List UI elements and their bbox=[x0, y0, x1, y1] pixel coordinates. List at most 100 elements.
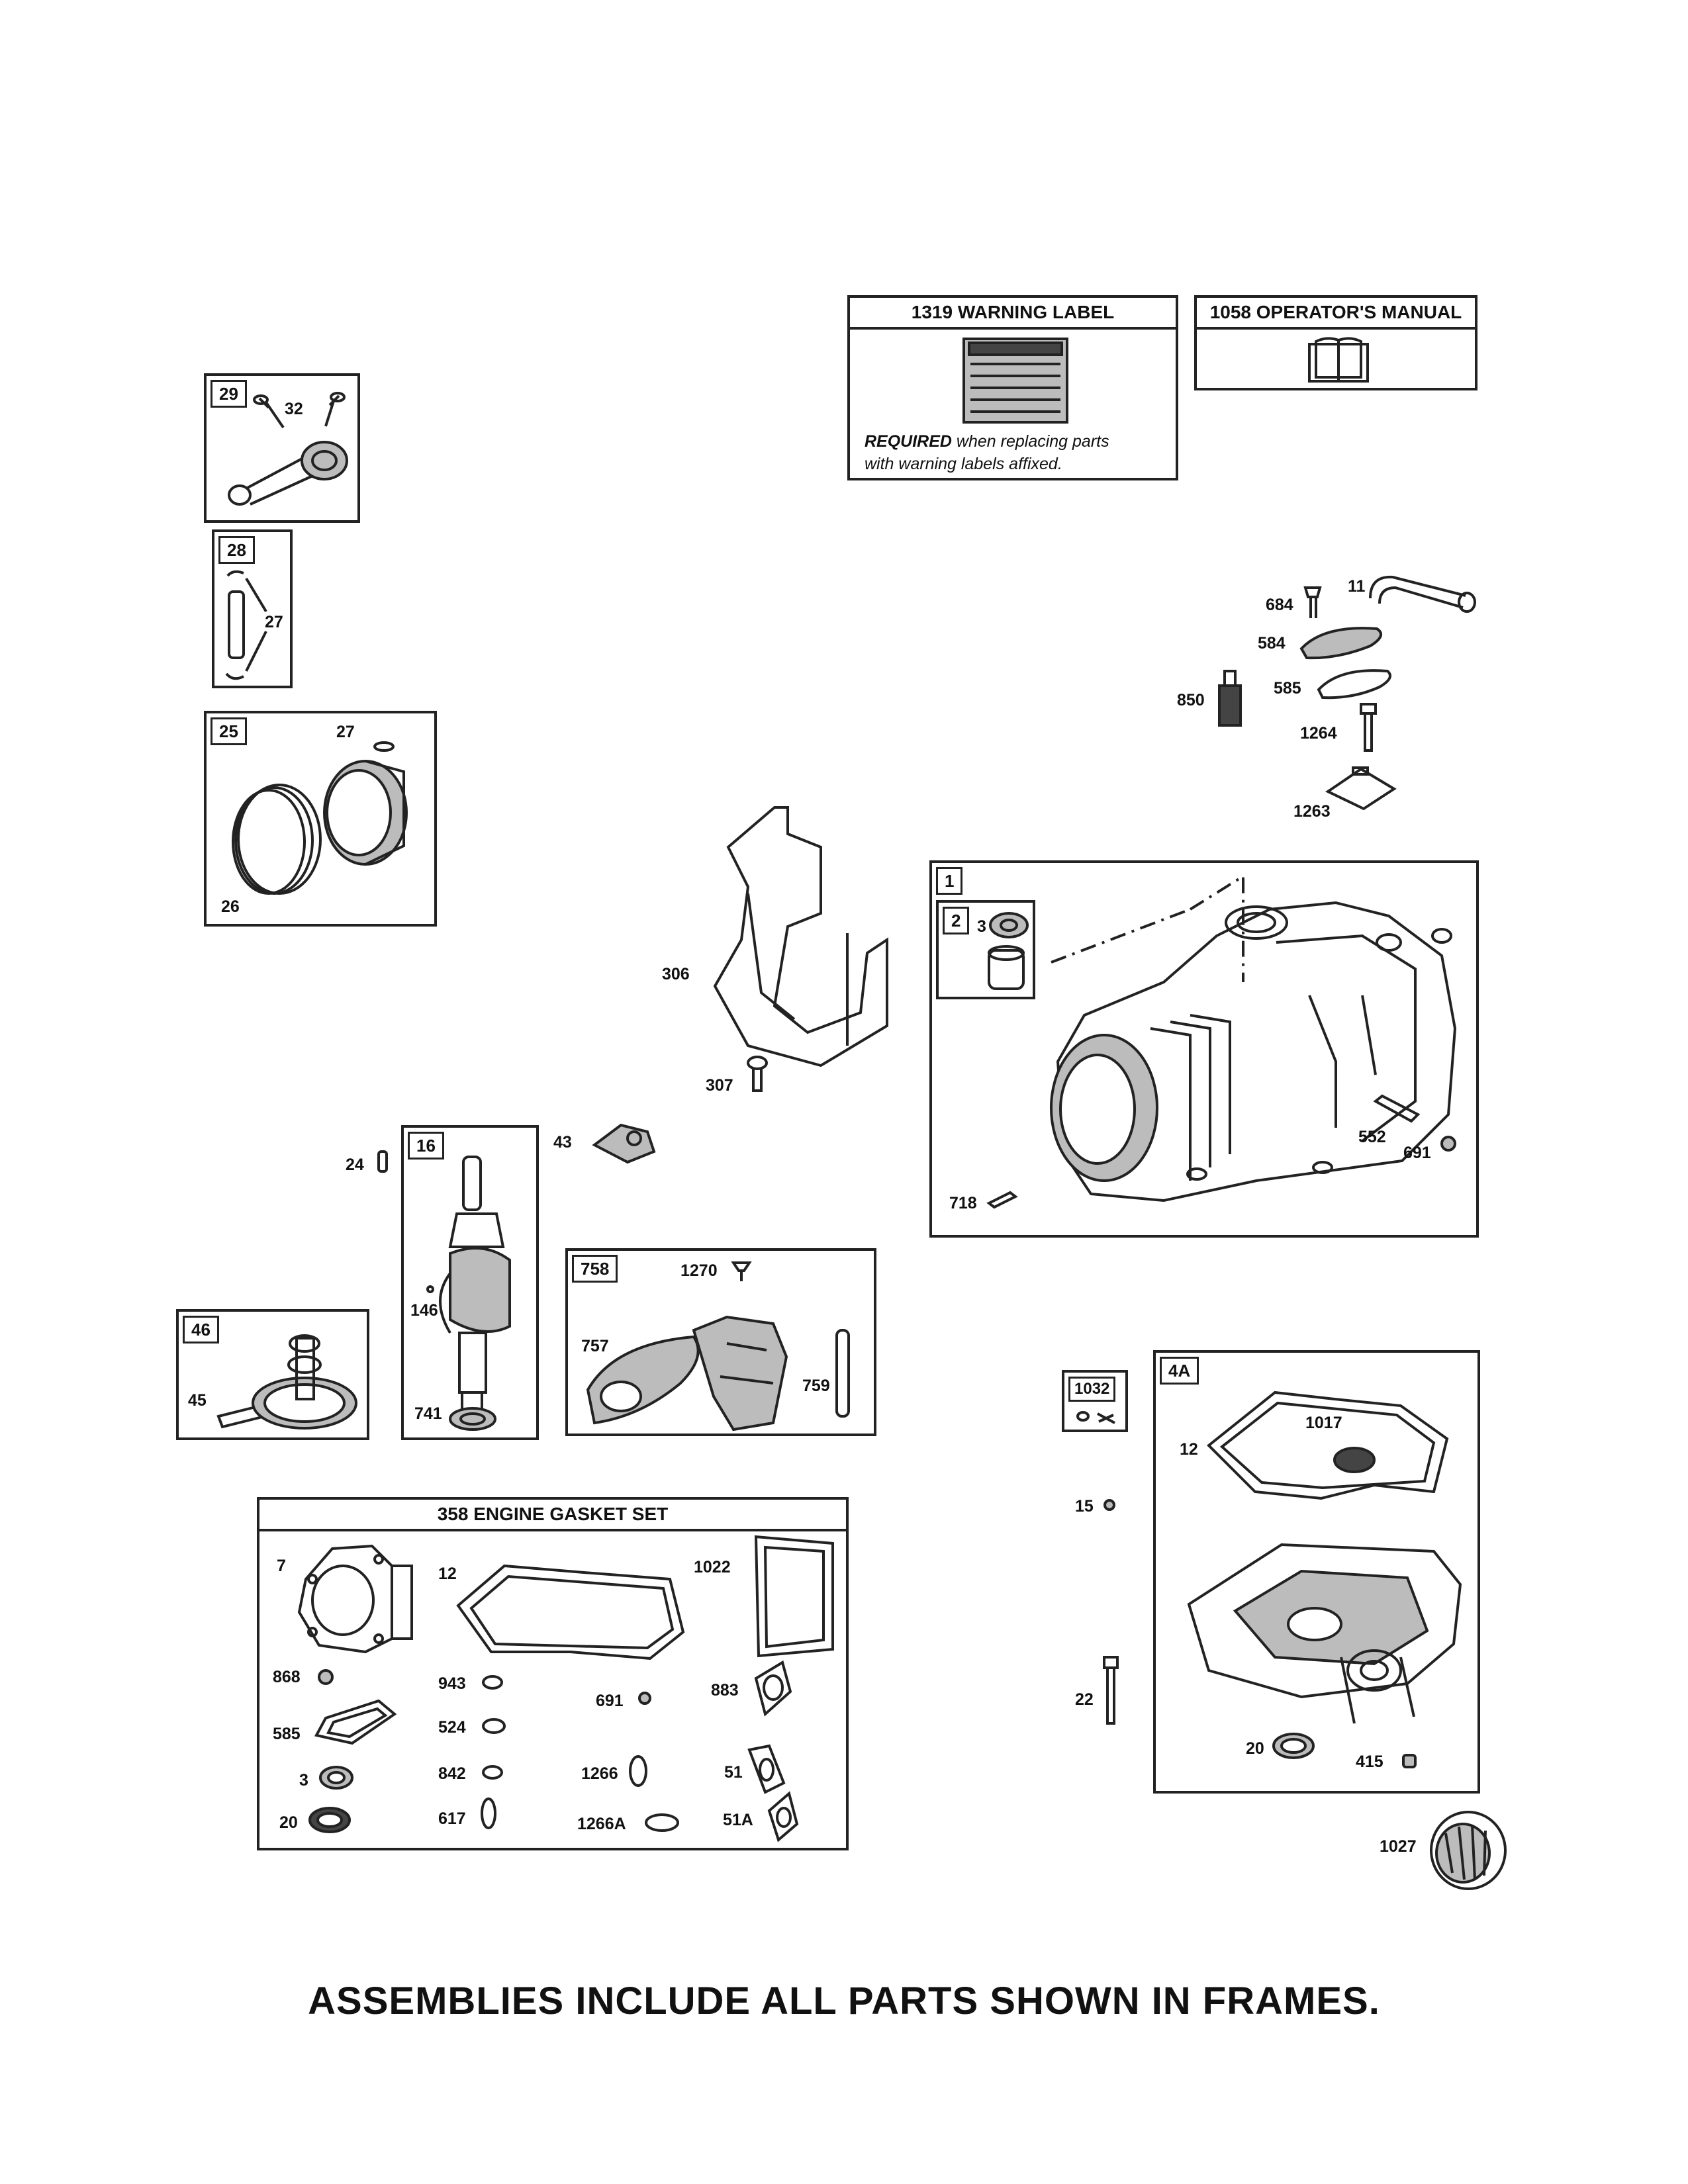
breather-gasket-icon bbox=[1317, 669, 1391, 700]
label-27b: 27 bbox=[336, 723, 355, 741]
gasket-label-883: 883 bbox=[711, 1681, 739, 1700]
gasket-label-585: 585 bbox=[273, 1725, 301, 1743]
label-45: 45 bbox=[188, 1391, 207, 1410]
bushing-icon bbox=[988, 912, 1029, 990]
air-guide-icon bbox=[713, 806, 888, 1068]
seal-691g-icon bbox=[638, 1692, 651, 1705]
label-1264: 1264 bbox=[1300, 724, 1337, 743]
ring-943-icon bbox=[482, 1675, 503, 1690]
sump-gasket-icon bbox=[1207, 1390, 1449, 1500]
sump-body-icon bbox=[1187, 1543, 1462, 1724]
gasket-label-868: 868 bbox=[273, 1668, 301, 1686]
seal-20-icon bbox=[1272, 1733, 1315, 1759]
label-1270: 1270 bbox=[680, 1261, 718, 1280]
label-32: 32 bbox=[285, 400, 303, 418]
gasket-set-title: 358 ENGINE GASKET SET bbox=[259, 1500, 846, 1531]
label-684: 684 bbox=[1266, 596, 1293, 614]
frame-25-tag: 25 bbox=[211, 717, 247, 745]
cylinder-block-icon bbox=[1050, 874, 1457, 1203]
label-584: 584 bbox=[1258, 634, 1286, 653]
label-1027: 1027 bbox=[1380, 1837, 1417, 1856]
dowel-552-icon bbox=[1373, 1094, 1421, 1123]
warning-required-text: REQUIRED when replacing parts with warni… bbox=[865, 430, 1109, 475]
gasket-883-icon bbox=[754, 1660, 792, 1717]
frame-1-cylinder: 1 2 3 552 691 718 bbox=[929, 860, 1479, 1238]
seal-3g-icon bbox=[319, 1766, 353, 1790]
frame-4a-tag: 4A bbox=[1160, 1357, 1199, 1385]
head-gasket-icon bbox=[297, 1544, 413, 1654]
required-rest: when replacing parts bbox=[951, 432, 1109, 451]
dowel-691-icon bbox=[1440, 1136, 1456, 1152]
frame-1032-tag: 1032 bbox=[1068, 1377, 1116, 1402]
required-line2: with warning labels affixed. bbox=[865, 455, 1062, 473]
frame-758-tag: 758 bbox=[572, 1255, 618, 1283]
crankshaft-icon bbox=[426, 1156, 511, 1431]
label-691: 691 bbox=[1403, 1144, 1431, 1162]
pin-718-icon bbox=[986, 1191, 1018, 1209]
frame-2-bushing: 2 3 bbox=[936, 900, 1035, 999]
frame-1032: 1032 bbox=[1062, 1370, 1128, 1432]
required-word: REQUIRED bbox=[865, 432, 952, 451]
label-585: 585 bbox=[1274, 679, 1301, 698]
ring-1266-icon bbox=[629, 1755, 647, 1787]
sump-gasket-set-icon bbox=[456, 1564, 685, 1661]
frame-28-wrist-pin: 28 27 bbox=[212, 529, 293, 688]
ring-617-icon bbox=[481, 1797, 496, 1829]
label-307: 307 bbox=[706, 1076, 733, 1095]
label-757: 757 bbox=[581, 1337, 609, 1355]
frame-758: 758 1270 757 759 bbox=[565, 1248, 876, 1436]
gasket-label-617: 617 bbox=[438, 1809, 466, 1828]
book-icon bbox=[1308, 337, 1369, 383]
gasket-label-20: 20 bbox=[279, 1813, 298, 1832]
plug-15-icon bbox=[1103, 1499, 1115, 1511]
seal-868-icon bbox=[318, 1669, 334, 1685]
footer-note: ASSEMBLIES INCLUDE ALL PARTS SHOWN IN FR… bbox=[308, 1979, 1380, 2023]
breather-tube-icon bbox=[1369, 575, 1476, 613]
plug-415-icon bbox=[1402, 1754, 1417, 1768]
gasket-label-1266a: 1266A bbox=[577, 1815, 626, 1833]
frame-28-tag: 28 bbox=[218, 536, 255, 564]
label-3: 3 bbox=[977, 917, 986, 936]
rod-bolt-icon bbox=[253, 392, 346, 429]
label-43: 43 bbox=[553, 1133, 572, 1152]
governor-43-icon bbox=[592, 1123, 656, 1164]
frame-29-connecting-rod: 29 32 bbox=[204, 373, 360, 523]
gasket-label-3: 3 bbox=[299, 1771, 308, 1790]
valve-cover-gasket-icon bbox=[754, 1535, 834, 1658]
label-759: 759 bbox=[802, 1377, 830, 1395]
frame-25-piston: 25 27 26 bbox=[204, 711, 437, 927]
label-24: 24 bbox=[346, 1156, 364, 1174]
frame-1-tag: 1 bbox=[936, 867, 963, 895]
label-552: 552 bbox=[1358, 1128, 1386, 1146]
bolt-22-icon bbox=[1103, 1656, 1119, 1725]
bolt-1264-icon bbox=[1360, 703, 1377, 752]
label-15: 15 bbox=[1075, 1497, 1094, 1516]
key-24-icon bbox=[377, 1150, 388, 1173]
gasket-label-1022: 1022 bbox=[694, 1558, 731, 1576]
ring-1266a-icon bbox=[645, 1813, 679, 1832]
gasket-label-842: 842 bbox=[438, 1764, 466, 1783]
sealant-tube-icon bbox=[1218, 670, 1242, 727]
mechanism-758-icon bbox=[586, 1315, 850, 1432]
warning-label-box: 1319 WARNING LABEL REQUIRED when replaci… bbox=[847, 295, 1178, 480]
label-11: 11 bbox=[1348, 577, 1366, 596]
wrist-pin-icon bbox=[225, 570, 267, 680]
warning-label-icon bbox=[962, 338, 1068, 424]
piston-icon bbox=[232, 741, 408, 895]
label-1263: 1263 bbox=[1293, 802, 1331, 821]
label-1017: 1017 bbox=[1305, 1414, 1342, 1432]
ring-524-icon bbox=[482, 1718, 506, 1734]
ring-842-icon bbox=[482, 1765, 503, 1780]
frame-46-camshaft: 46 45 bbox=[176, 1309, 369, 1440]
gasket-label-691: 691 bbox=[596, 1692, 624, 1710]
gasket-585g-icon bbox=[314, 1699, 397, 1745]
frame-2-tag: 2 bbox=[943, 907, 970, 934]
breather-cover-icon bbox=[1299, 627, 1383, 660]
frame-29-tag: 29 bbox=[211, 380, 247, 408]
connecting-rod-icon bbox=[228, 441, 348, 506]
label-850: 850 bbox=[1177, 691, 1205, 709]
plug-1032-icon bbox=[1076, 1411, 1115, 1424]
gasket-51-icon bbox=[747, 1744, 786, 1794]
label-12: 12 bbox=[1180, 1440, 1198, 1459]
label-26: 26 bbox=[221, 897, 240, 916]
